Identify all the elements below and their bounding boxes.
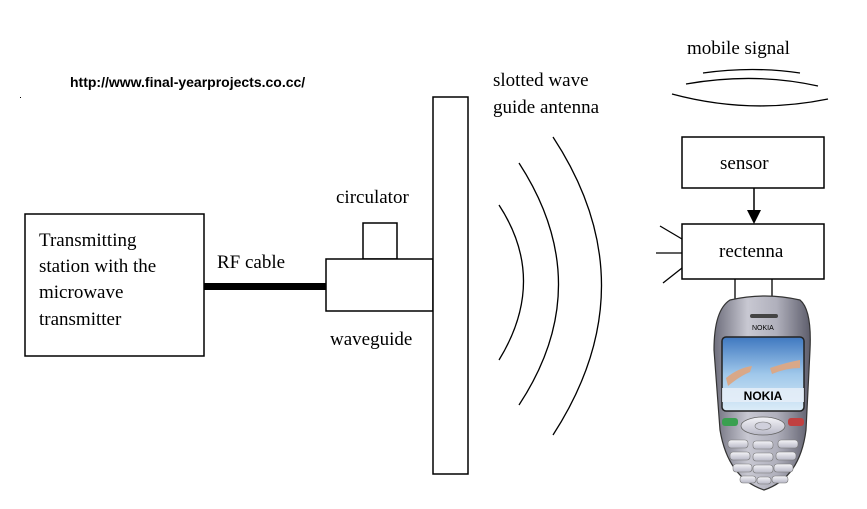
rf-cable-label: RF cable: [217, 252, 285, 273]
key-3: [777, 439, 799, 449]
rectenna-box: [681, 223, 825, 280]
ray-top: [659, 225, 683, 240]
screen-hand-left: [726, 366, 752, 386]
beam-arc-1: [498, 204, 525, 361]
key-7: [732, 463, 753, 473]
sensor-label: sensor: [720, 153, 769, 174]
microwave-beam: [498, 136, 603, 436]
beam-arc-2: [518, 162, 560, 406]
rectenna-input-rays: [656, 225, 683, 284]
phone-brand-band: [722, 388, 804, 402]
phone-navi-center: [754, 421, 772, 431]
waveguide-label: waveguide: [330, 329, 412, 350]
phone-end-key: [788, 418, 804, 426]
screen-hand-right: [770, 360, 800, 374]
mobile-phone: NOKIA NOKIA: [713, 295, 811, 491]
transmitter-box: [24, 213, 205, 357]
key-9: [773, 463, 794, 473]
stray-dot: [20, 97, 21, 98]
circulator-label: circulator: [336, 187, 409, 208]
sensor-arrow-head: [747, 210, 761, 224]
key-star: [739, 475, 757, 484]
rectenna-label: rectenna: [719, 241, 784, 262]
transmitter-label-line-4: transmitter: [39, 309, 122, 330]
waveguide-box: [325, 258, 434, 312]
phone-top-brand: NOKIA: [752, 325, 774, 332]
beam-arc-3: [552, 136, 603, 436]
key-4: [729, 451, 751, 461]
phone-earpiece: [750, 314, 778, 318]
source-url: http://www.final-yearprojects.co.cc/: [70, 74, 305, 90]
antenna-panel: [432, 96, 469, 475]
transmitter-label-line-2: station with the: [39, 256, 156, 277]
phone-call-key: [722, 418, 738, 426]
transmitter-label-line-1: Transmitting: [39, 230, 137, 251]
signal-wave-2: [685, 77, 819, 87]
key-hash: [771, 475, 789, 484]
key-6: [775, 451, 797, 461]
key-5: [752, 452, 774, 462]
key-1: [727, 439, 749, 449]
sensor-box: [681, 136, 825, 189]
circulator-box: [362, 222, 398, 260]
ray-bottom: [662, 267, 683, 284]
antenna-label-line-2: guide antenna: [493, 97, 600, 118]
phone-brand-text: NOKIA: [744, 389, 783, 403]
key-2: [752, 440, 774, 450]
rf-cable: [204, 283, 326, 290]
transmitter-label-line-3: microwave: [39, 282, 123, 303]
antenna-label-line-1: slotted wave: [493, 70, 589, 91]
key-0: [756, 476, 772, 485]
signal-wave-1: [702, 68, 801, 74]
key-8: [752, 464, 774, 474]
phone-keypad: [727, 439, 799, 485]
signal-wave-3: [671, 93, 829, 107]
mobile-signal-waves: [671, 68, 829, 107]
mobile-signal-label: mobile signal: [687, 38, 790, 59]
